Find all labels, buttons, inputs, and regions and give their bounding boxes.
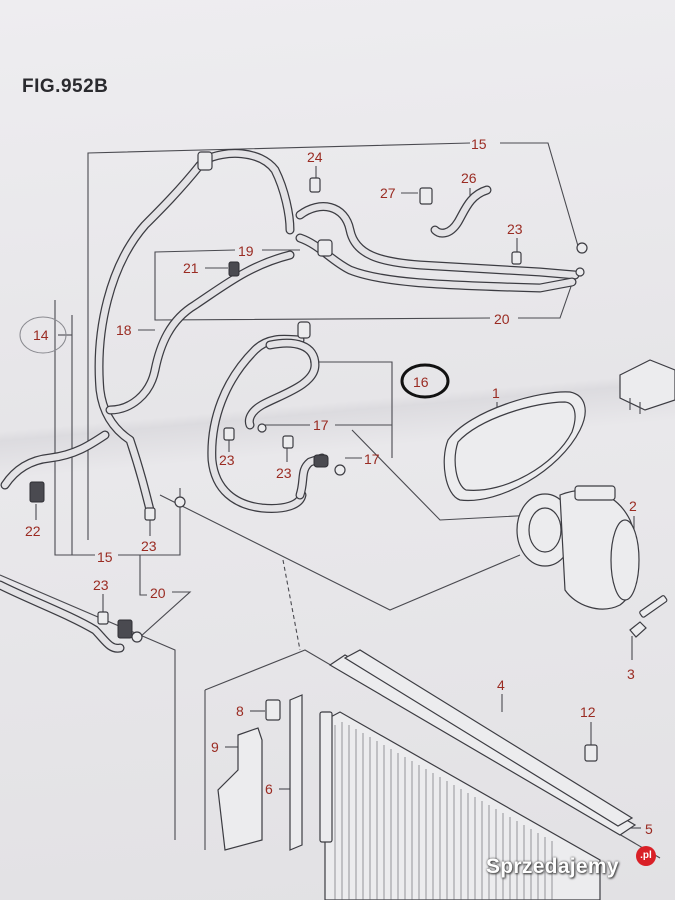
condenser-tank-left (319, 711, 333, 843)
callout-16: 16 (413, 374, 429, 390)
callout-24: 24 (307, 149, 323, 165)
bracket-6 (289, 694, 303, 851)
condenser-fins (334, 722, 553, 900)
compressor-back (610, 519, 640, 601)
callout-5: 5 (645, 821, 653, 837)
callout-12: 12 (580, 704, 596, 720)
callout-18: 18 (116, 322, 132, 338)
compressor (516, 485, 640, 610)
watermark-text: Sprzedajemy (486, 855, 619, 878)
frame-line-left (0, 574, 176, 840)
callout-2: 2 (629, 498, 637, 514)
bolt-23-b (223, 427, 235, 441)
callout-8: 8 (236, 703, 244, 719)
fitting-16-top (297, 321, 311, 339)
callout-1: 1 (492, 385, 500, 401)
callout-17-a: 17 (313, 417, 329, 433)
callout-15-top: 15 (471, 136, 487, 152)
o-ring-17b (334, 464, 346, 476)
watermark-badge: .pl (636, 846, 656, 866)
callout-6: 6 (265, 781, 273, 797)
hose-lines (0, 148, 580, 653)
fittings (29, 151, 598, 762)
callout-3: 3 (627, 666, 635, 682)
hose-16-loop (207, 334, 307, 513)
callout-23-e: 23 (93, 577, 109, 593)
callout-23-top: 23 (507, 221, 523, 237)
hose-top-arc (200, 148, 295, 235)
leader-15-bottom (118, 488, 181, 556)
bracket-15-right (500, 142, 579, 247)
frame-line-condenser (159, 494, 521, 611)
o-ring-top-right-1 (576, 242, 588, 254)
callout-14: 14 (33, 327, 49, 343)
bolt-24 (309, 177, 321, 193)
circle-14 (19, 316, 67, 354)
clip-22 (29, 481, 45, 503)
callout-4: 4 (497, 677, 505, 693)
bolt-23-c (282, 435, 294, 449)
relay-box (619, 359, 675, 414)
highlight-circle-16 (400, 363, 450, 399)
callout-labels: 15 24 27 26 23 19 21 14 18 20 16 1 17 23… (25, 136, 653, 837)
callout-15-bottom: 15 (97, 549, 113, 565)
fitting-top-cap (197, 151, 213, 171)
fitting-19 (317, 239, 333, 257)
o-ring-top-right-2 (575, 267, 585, 277)
bracket-16 (310, 361, 393, 458)
figure-title: FIG.952B (22, 76, 109, 97)
callout-17-b: 17 (364, 451, 380, 467)
hose-18 (105, 250, 295, 415)
condenser-strip-5 (343, 649, 634, 827)
drive-belt (443, 391, 586, 502)
block-fitting-bottom (117, 619, 133, 639)
bolt-23-d (144, 507, 156, 521)
fitting-17b (313, 454, 329, 468)
leader-20-bottom (139, 591, 192, 638)
leader-20-right (518, 274, 576, 319)
bracket-9 (217, 727, 263, 851)
callout-20-top: 20 (494, 311, 510, 327)
callout-26: 26 (461, 170, 477, 186)
callout-22: 22 (25, 523, 41, 539)
callout-20-bottom: 20 (150, 585, 166, 601)
callout-9: 9 (211, 739, 219, 755)
bracket-20-bottom (139, 555, 147, 596)
callout-23-d: 23 (141, 538, 157, 554)
callout-23-c: 23 (276, 465, 292, 481)
bolt-23-e (97, 611, 109, 625)
bracket-8 (265, 699, 281, 721)
o-ring-17a (257, 423, 267, 433)
callout-23-b: 23 (219, 452, 235, 468)
condenser-assembly (217, 649, 637, 900)
compressor-top (574, 485, 616, 501)
callout-27: 27 (380, 185, 396, 201)
callout-21: 21 (183, 260, 199, 276)
bolt-3 (629, 595, 668, 638)
frame-line-compressor (351, 429, 536, 521)
bracket-19 (154, 249, 236, 300)
fitting-27 (419, 187, 433, 205)
bracket-15-top (87, 142, 471, 540)
bolt-23-top (511, 251, 522, 265)
o-ring-20-bottom (131, 631, 143, 643)
bracket-20-top (154, 300, 491, 321)
callout-19: 19 (238, 243, 254, 259)
bracket-15-bottom (54, 300, 95, 556)
bracket-14 (71, 315, 95, 556)
frame-line-dash (282, 559, 301, 651)
o-ring-mid-left (174, 496, 186, 508)
bolt-12 (584, 744, 598, 762)
clip-21 (228, 261, 240, 277)
